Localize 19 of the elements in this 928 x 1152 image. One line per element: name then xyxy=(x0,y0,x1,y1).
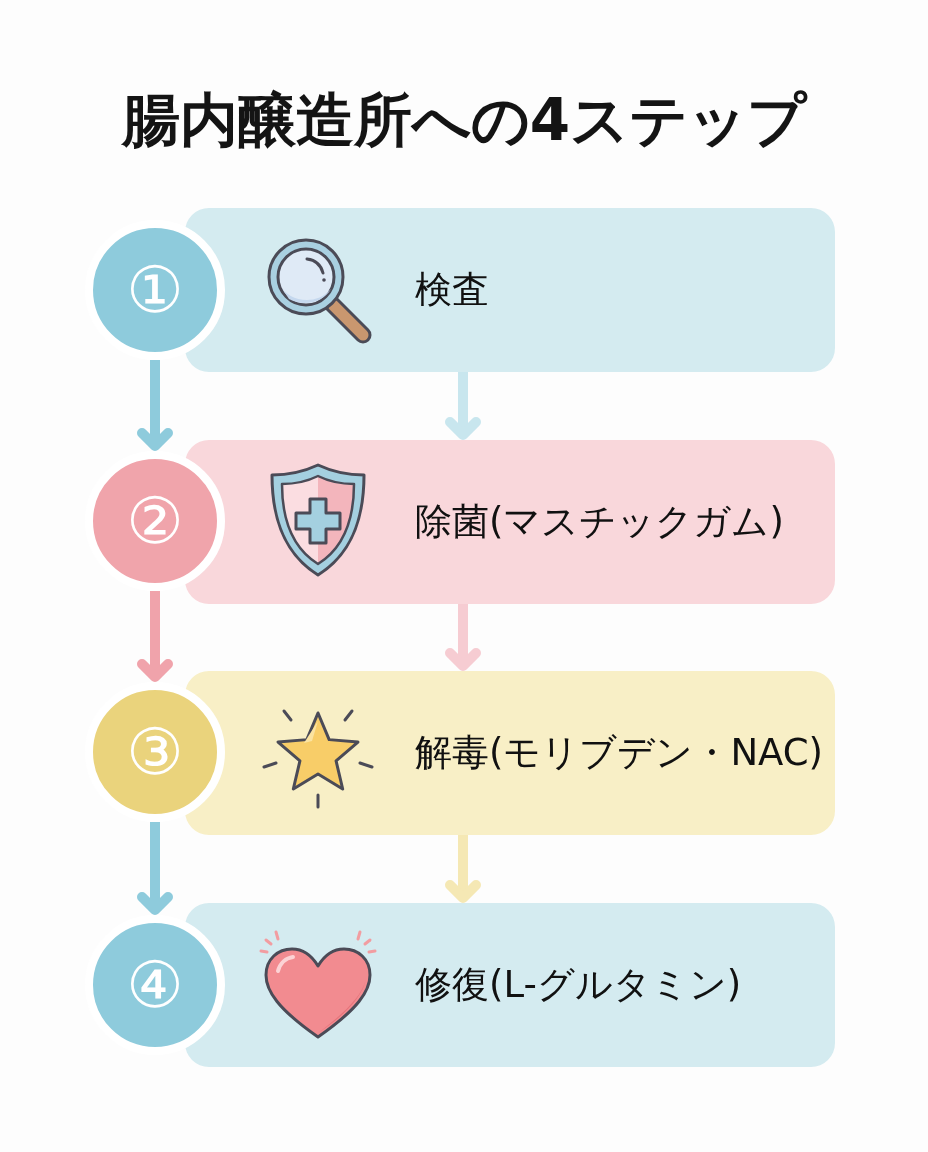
step-card xyxy=(185,671,835,835)
arrow xyxy=(445,604,481,671)
step-label: 修復(L-グルタミン) xyxy=(415,961,742,1008)
arrow xyxy=(445,372,481,440)
arrow xyxy=(445,835,481,903)
arrow xyxy=(137,591,173,682)
title: 腸内醸造所への4ステップ xyxy=(121,86,807,156)
step-number: ② xyxy=(126,489,184,553)
step-label: 検査 xyxy=(415,266,489,313)
step-card xyxy=(185,440,835,604)
step-label: 解毒(モリブデン・NAC) xyxy=(415,729,824,776)
step-card xyxy=(185,903,835,1067)
arrow xyxy=(137,822,173,915)
step-number: ① xyxy=(126,258,184,322)
step-number: ③ xyxy=(126,720,184,784)
arrow xyxy=(137,360,173,451)
step-card xyxy=(185,208,835,372)
step-label: 除菌(マスチックガム) xyxy=(415,498,784,545)
step-number: ④ xyxy=(126,953,184,1017)
